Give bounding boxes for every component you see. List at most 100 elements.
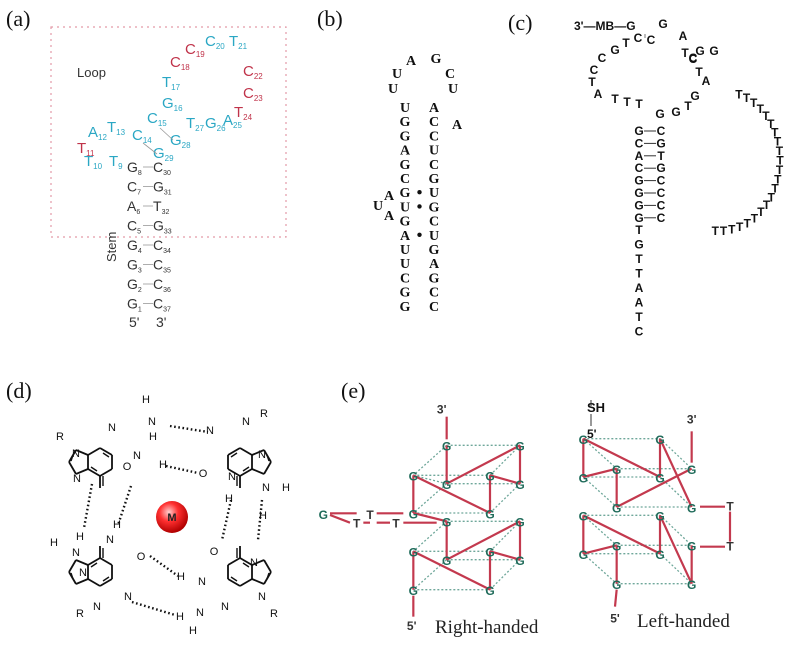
chem-bond (87, 578, 101, 587)
chem-bond (266, 572, 270, 580)
guanine-node: G (612, 463, 621, 477)
chem-bond (75, 449, 89, 456)
chem-bond (230, 452, 238, 458)
atom-label: R (270, 608, 278, 620)
right-strand-base: G (429, 200, 440, 215)
hoogsteen-bond (412, 559, 448, 591)
nucleotide-index: 8 (138, 170, 142, 177)
atom-label: H (142, 394, 150, 406)
hoogsteen-bond (489, 483, 521, 514)
guanine-node: G (485, 470, 494, 484)
guanine-base (227, 546, 272, 587)
bulge-base: A (452, 118, 463, 133)
wobble-pair-dot (417, 204, 422, 209)
stem-base-33: G33 (153, 218, 172, 236)
guanine-base (68, 447, 113, 488)
panel-d-label: (d) (6, 378, 32, 403)
bulge-base: A (384, 209, 395, 224)
guanine-node: G (687, 540, 696, 554)
guanine-node: G (485, 584, 494, 598)
guanine-node: G (687, 463, 696, 477)
left-strand-base: U (400, 257, 410, 272)
chem-bond (239, 557, 253, 566)
tail-base: A (635, 296, 644, 310)
tail-base: T (635, 267, 643, 281)
stem-base-34: C34 (153, 237, 171, 255)
chem-bond (87, 447, 101, 456)
atom-label: N (133, 450, 141, 462)
nucleotide-index: 25 (233, 121, 242, 130)
thymine-node: T (392, 516, 400, 530)
thymine-node: T (366, 508, 374, 522)
stem-base-5: G (634, 174, 643, 188)
stem-base-1: G1 (127, 296, 142, 314)
stem-base-5: A (635, 149, 644, 163)
nucleotide-12: A12 (88, 124, 107, 142)
atom-label: H (76, 531, 84, 543)
nucleotide-index: 17 (171, 83, 180, 92)
chem-bond (230, 576, 238, 582)
atom-label: N (72, 547, 80, 559)
chem-bond (251, 559, 265, 566)
guanine-node: G (442, 478, 451, 492)
left-strand-base: G (400, 158, 411, 173)
loop-base: G (655, 107, 664, 121)
poly-t-base: T (750, 96, 758, 110)
chem-bond (239, 578, 253, 587)
loop-base: C (689, 52, 698, 66)
guanine-node: G (442, 554, 451, 568)
poly-t-base: T (743, 91, 751, 105)
guanine-node: G (442, 516, 451, 530)
atom-label: O (199, 468, 208, 480)
guanine-node: G (655, 433, 664, 447)
hydrogen-bond (220, 499, 233, 541)
chem-bond (239, 447, 253, 456)
pair-line-c14-g29 (142, 142, 158, 155)
right-strand-base: C (429, 286, 439, 301)
poly-t-base: T (771, 182, 779, 196)
tail-base: C (635, 325, 644, 339)
left-strand-base: G (400, 186, 411, 201)
nucleotide-16: G16 (162, 95, 183, 113)
stem-base-3: G3 (127, 257, 142, 275)
end-5-label: 5' (407, 619, 417, 633)
hydrogen-bond (131, 600, 176, 617)
chem-bond (251, 449, 265, 456)
hoogsteen-bond (412, 444, 448, 476)
atom-label: N (262, 482, 270, 494)
wobble-pair-dot (417, 190, 422, 195)
atom-label: N (206, 425, 214, 437)
loop-base: U (392, 67, 402, 82)
chem-bond (266, 454, 270, 462)
right-handed-caption: Right-handed (435, 617, 539, 638)
poly-t-base: T (735, 88, 743, 102)
backbone-link (659, 514, 693, 585)
guanine-node: G (319, 508, 328, 522)
backbone-link (583, 467, 617, 479)
hoogsteen-bond (659, 514, 693, 546)
pair-line-c15-g28 (159, 127, 174, 141)
guanine-node: G (515, 554, 524, 568)
stem-base-5: G (634, 186, 643, 200)
poly-t-base: T (774, 134, 782, 148)
atom-label: H (176, 611, 184, 623)
left-handed-caption: Left-handed (637, 611, 730, 632)
chem-bond (75, 578, 89, 585)
left-strand-base: A (400, 144, 411, 159)
metal-ion-label: M (167, 512, 176, 524)
nucleotide-index: 9 (118, 162, 123, 171)
hoogsteen-bond (582, 438, 618, 470)
loop-label: Loop (77, 65, 106, 80)
beacon-3-end-label: 3'—MB—G (574, 19, 636, 33)
nucleotide-index: 34 (163, 248, 171, 255)
left-strand-base: U (400, 243, 410, 258)
loop-base: T (635, 97, 643, 111)
stem-base-3: G (656, 136, 665, 150)
right-strand-base: U (429, 229, 439, 244)
stem-base-8: G8 (127, 159, 142, 177)
poly-t-base: T (768, 190, 776, 204)
loop-base: A (679, 29, 688, 43)
